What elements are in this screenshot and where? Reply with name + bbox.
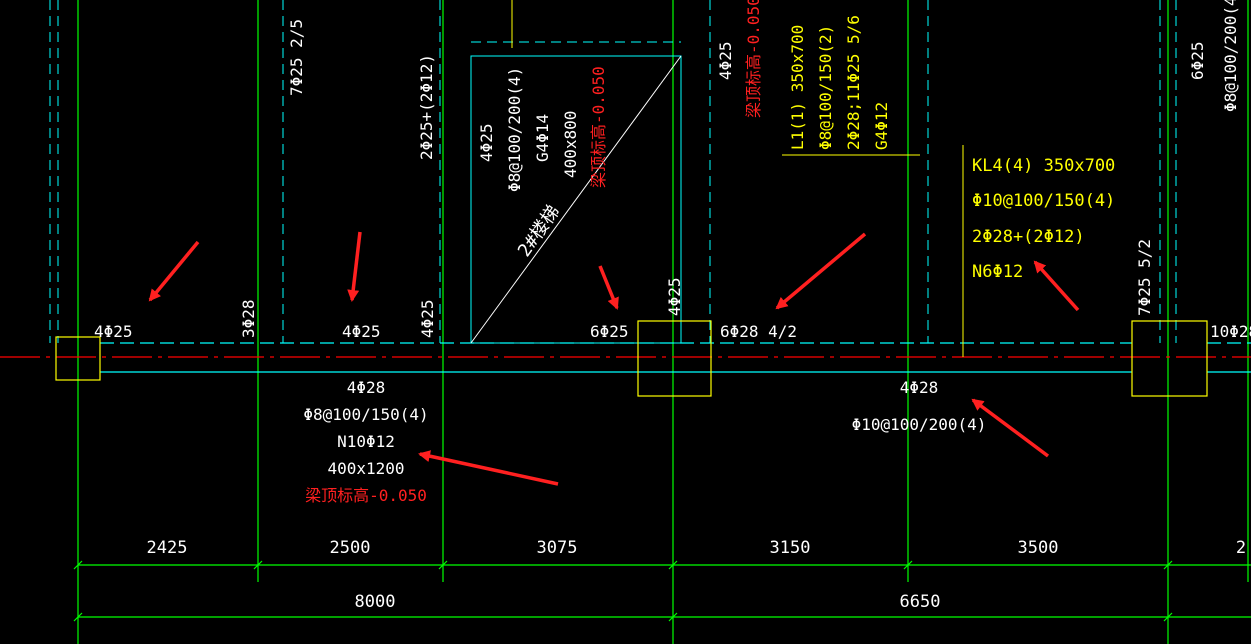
beam-size: 400x1200 bbox=[327, 459, 404, 478]
stair-beam-stirrup: Φ8@100/200(4) bbox=[505, 67, 524, 192]
dimension-8000: 8000 bbox=[355, 592, 396, 612]
stair-label: 2#楼梯 bbox=[514, 202, 564, 261]
support-rebar-c: 4Φ25 bbox=[418, 299, 437, 338]
dimension-2425: 2425 bbox=[147, 538, 188, 558]
arrow-4 bbox=[775, 232, 867, 310]
support-rebar-a: 4Φ25 bbox=[94, 322, 133, 341]
arrow-5 bbox=[1033, 260, 1080, 312]
stair-beam-size: 400x800 bbox=[561, 111, 580, 178]
arrow-6 bbox=[971, 398, 1050, 458]
kl4-beam-n6: N6Φ12 bbox=[972, 262, 1023, 282]
beam-bottom-rebar-right: 4Φ28 bbox=[900, 378, 939, 397]
columns[interactable] bbox=[55, 320, 1208, 397]
kl4-beam-rebar: 2Φ28+(2Φ12) bbox=[972, 227, 1085, 247]
support-rebar-10d28: 10Φ28 bbox=[1210, 322, 1251, 341]
kl4-beam-name: KL4(4) 350x700 bbox=[972, 156, 1115, 176]
stair-beam-elevation: 梁顶标高-0.050 bbox=[589, 66, 608, 188]
support-rebar-b: 4Φ25 bbox=[342, 322, 381, 341]
kl4-beam-stirrup: Φ10@100/150(4) bbox=[972, 191, 1115, 211]
dimension-lines bbox=[73, 560, 1251, 622]
dimension-3500: 3500 bbox=[1018, 538, 1059, 558]
yellow-leaders bbox=[511, 0, 964, 357]
l1-beam-name: L1(1) 350x700 bbox=[788, 25, 807, 150]
dimension-3075: 3075 bbox=[537, 538, 578, 558]
l1-beam-g4: G4Φ12 bbox=[872, 102, 891, 150]
arrow-7 bbox=[418, 450, 559, 486]
right-rebar-label: 4Φ25 bbox=[716, 41, 735, 80]
beam-top-elevation: 梁顶标高-0.050 bbox=[305, 486, 427, 505]
dimension-3150: 3150 bbox=[770, 538, 811, 558]
far-right-stirrup: Φ8@100/200(4) bbox=[1221, 0, 1240, 112]
column-middle bbox=[637, 320, 712, 397]
arrow-3 bbox=[598, 265, 619, 310]
stair-region[interactable] bbox=[470, 55, 682, 344]
dimension-2500: 2500 bbox=[330, 538, 371, 558]
column-right bbox=[1131, 320, 1208, 397]
support-rebar-d: 4Φ25 bbox=[665, 277, 684, 316]
right-elevation-label: 梁顶标高-0.050 bbox=[744, 0, 763, 118]
beam-edges bbox=[100, 342, 1251, 373]
stair-beam-g4: G4Φ14 bbox=[533, 114, 552, 162]
support-rebar-3d28: 3Φ28 bbox=[239, 299, 258, 338]
dashed-secondary-beams bbox=[49, 0, 1177, 343]
arrow-2 bbox=[347, 231, 362, 302]
far-right-rebar: 6Φ25 bbox=[1188, 41, 1207, 80]
dimension-partial: 2 bbox=[1236, 538, 1246, 558]
support-rebar-6d25: 6Φ25 bbox=[590, 322, 629, 341]
l1-beam-rebar: 2Φ28;11Φ25 5/6 bbox=[844, 15, 863, 150]
support-rebar-6d28: 6Φ28 4/2 bbox=[720, 322, 797, 341]
dimension-6650: 6650 bbox=[900, 592, 941, 612]
top-rebar-label-2: 2Φ25+(2Φ12) bbox=[417, 54, 436, 160]
support-rebar-7d25: 7Φ25 5/2 bbox=[1135, 239, 1154, 316]
arrow-1 bbox=[148, 240, 200, 302]
beam-side-rebar: N10Φ12 bbox=[337, 432, 395, 451]
annotation-arrows bbox=[148, 231, 1080, 486]
column-left bbox=[55, 336, 101, 381]
beam-bottom-rebar: 4Φ28 bbox=[347, 378, 386, 397]
beam-stirrup-right: Φ10@100/200(4) bbox=[852, 415, 987, 434]
vertical-grid-lines bbox=[77, 0, 1249, 644]
stair-beam-rebar: 4Φ25 bbox=[477, 123, 496, 162]
top-rebar-label: 7Φ25 2/5 bbox=[287, 19, 306, 96]
beam-stirrup: Φ8@100/150(4) bbox=[303, 405, 428, 424]
l1-beam-stirrup: Φ8@100/150(2) bbox=[816, 25, 835, 150]
